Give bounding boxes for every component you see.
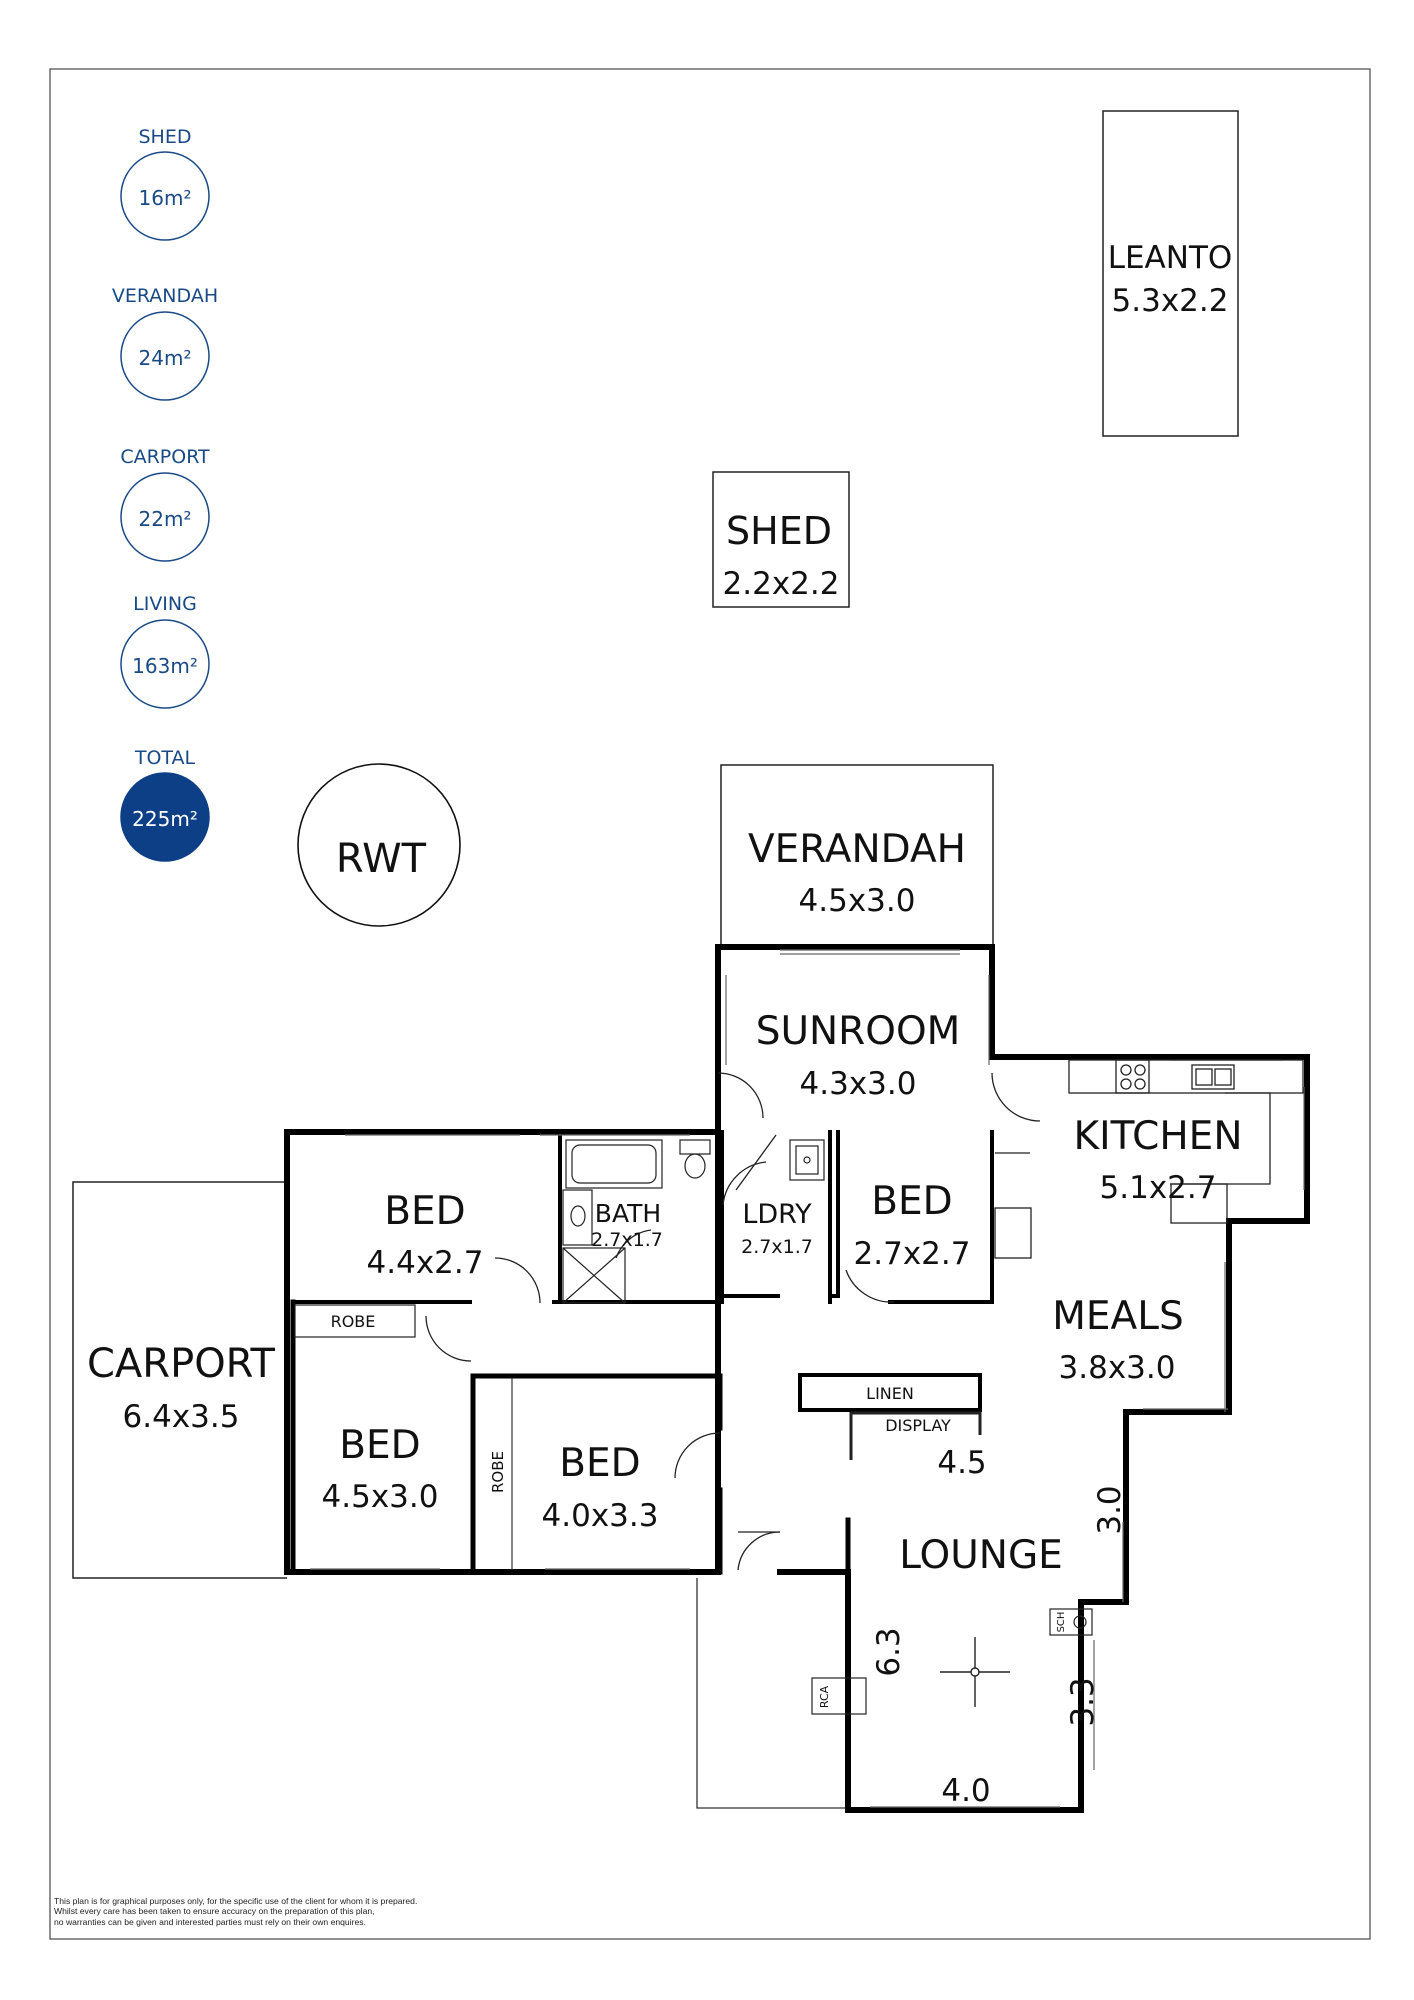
bed3-name: BED — [339, 1423, 420, 1468]
rainwater-tank-label: RWT — [336, 836, 427, 882]
legend-living-circle — [120, 619, 210, 709]
sch-heater-outline — [1049, 1608, 1093, 1636]
rca-unit-outline — [811, 1677, 867, 1715]
dim-lounge-bottom: 4.0 — [941, 1773, 990, 1809]
page-border — [49, 68, 1371, 1940]
door-swings — [425, 1072, 1041, 1571]
ldry-dims: 2.7x1.7 — [741, 1236, 813, 1258]
robe-side-label: ROBE — [489, 1451, 507, 1493]
disclaimer-line: This plan is for graphical purposes only… — [54, 1896, 418, 1906]
shed-outline — [712, 471, 850, 608]
dim-lounge-left: 6.3 — [871, 1627, 907, 1676]
kitchen-dims: 5.1x2.7 — [1100, 1170, 1217, 1206]
display-cabinet-outline — [849, 1411, 982, 1460]
leanto-outline — [1102, 110, 1239, 437]
linen-cupboard-outline — [798, 1373, 982, 1412]
dim-lounge-right: 3.3 — [1065, 1677, 1101, 1726]
shed-dims: 2.2x2.2 — [723, 566, 840, 602]
bath-name: BATH — [595, 1199, 661, 1228]
carport-outline — [72, 1181, 287, 1579]
ceiling-fan-icon — [940, 1637, 1010, 1707]
legend-carport-label: CARPORT — [120, 446, 210, 468]
display-label: DISPLAY — [885, 1416, 951, 1435]
legend-total-label: TOTAL — [134, 747, 196, 769]
bed1-dims: 4.4x2.7 — [367, 1245, 484, 1281]
sch-heater-icon — [1073, 1615, 1087, 1629]
legend-shed-label: SHED — [139, 126, 192, 148]
legend-shed-circle — [120, 151, 210, 241]
kitchen-name: KITCHEN — [1074, 1114, 1243, 1159]
bed2-dims: 2.7x2.7 — [854, 1236, 971, 1272]
bath-dims: 2.7x1.7 — [591, 1229, 663, 1251]
legend-shed-value: 16m² — [139, 186, 192, 210]
legend-carport-circle — [120, 472, 210, 562]
carport-name: CARPORT — [87, 1341, 276, 1387]
rainwater-tank-outline — [297, 763, 461, 927]
bed4-name: BED — [559, 1441, 640, 1486]
sch-label: SCH — [1056, 1612, 1067, 1633]
verandah-name: VERANDAH — [748, 827, 966, 872]
bed1-name: BED — [384, 1189, 465, 1234]
legend-living-label: LIVING — [133, 593, 197, 615]
sunroom-name: SUNROOM — [756, 1009, 961, 1054]
bed2-name: BED — [871, 1179, 952, 1224]
ldry-name: LDRY — [742, 1199, 812, 1230]
bed4-dims: 4.0x3.3 — [542, 1498, 659, 1534]
legend-verandah-circle — [120, 311, 210, 401]
verandah-dims: 4.5x3.0 — [799, 883, 916, 919]
disclaimer: This plan is for graphical purposes only… — [54, 1896, 514, 1927]
legend-total-value: 225m² — [132, 807, 198, 831]
carport-dims: 6.4x3.5 — [123, 1399, 240, 1435]
bed3-dims: 4.5x3.0 — [322, 1479, 439, 1515]
robe-top-outline — [294, 1304, 416, 1338]
leanto-dims: 5.3x2.2 — [1112, 283, 1229, 319]
legend-total-circle — [120, 772, 210, 862]
area-legend: SHED 16m² VERANDAH 24m² CARPORT 22m² LIV… — [112, 126, 218, 862]
sunroom-dims: 4.3x3.0 — [800, 1066, 917, 1102]
legend-verandah-value: 24m² — [139, 346, 192, 370]
windows — [310, 949, 1305, 1808]
rca-label: RCA — [818, 1685, 831, 1708]
robe-top-label: ROBE — [331, 1312, 376, 1331]
shed-name: SHED — [726, 509, 832, 553]
patio-outline — [696, 1578, 845, 1809]
disclaimer-line: Whilst every care has been taken to ensu… — [54, 1906, 375, 1917]
meals-dims: 3.8x3.0 — [1059, 1350, 1176, 1386]
bath-fixtures — [562, 1139, 825, 1304]
house-walls — [284, 944, 1310, 1813]
lounge-name: LOUNGE — [899, 1533, 1063, 1578]
legend-verandah-label: VERANDAH — [112, 285, 218, 307]
disclaimer-line: no warranties can be given and intereste… — [54, 1916, 366, 1927]
kitchen-benches — [994, 1059, 1304, 1259]
dim-meals-side: 3.0 — [1092, 1485, 1128, 1534]
linen-label: LINEN — [866, 1384, 914, 1403]
dim-lounge-width-top: 4.5 — [937, 1445, 986, 1481]
meals-name: MEALS — [1052, 1294, 1183, 1339]
legend-carport-value: 22m² — [139, 507, 192, 531]
legend-living-value: 163m² — [132, 654, 198, 678]
leanto-name: LEANTO — [1108, 240, 1233, 276]
